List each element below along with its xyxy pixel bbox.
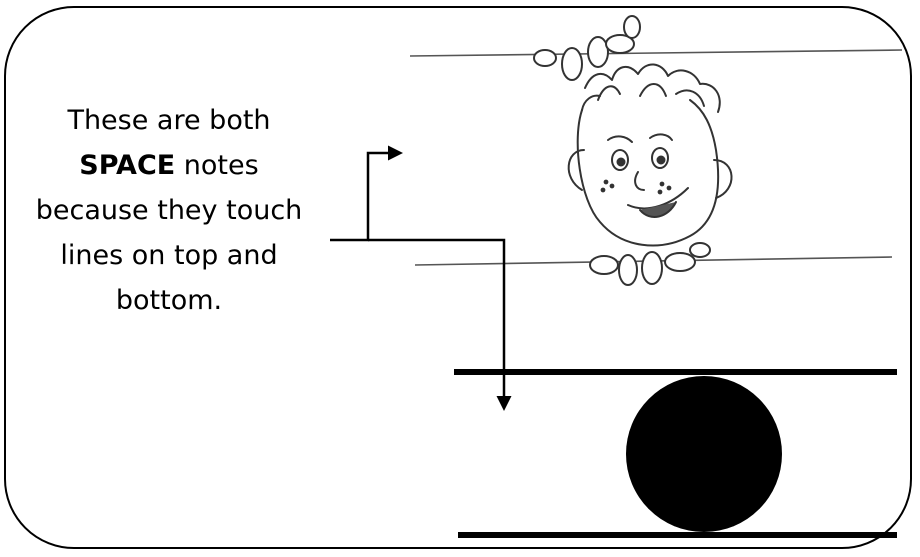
- caption-line-1: These are both: [67, 105, 271, 136]
- caption-text: These are both SPACE notes because they …: [10, 98, 328, 323]
- rounded-frame: [4, 6, 912, 549]
- caption-line-3: because they touch: [35, 195, 303, 226]
- caption-line-2: SPACE notes: [10, 143, 328, 188]
- caption-line-5: bottom.: [115, 285, 223, 316]
- boy-face-illustration: [533, 15, 733, 286]
- staff-line-top-sketch: [409, 49, 903, 57]
- space-keyword: SPACE: [79, 150, 176, 181]
- arrow-to-note: [368, 238, 512, 411]
- caption-line-2-rest: notes: [175, 150, 259, 181]
- caption-line-4: lines on top and: [60, 240, 278, 271]
- arrow-to-boy: [330, 145, 403, 242]
- space-note: [626, 376, 782, 532]
